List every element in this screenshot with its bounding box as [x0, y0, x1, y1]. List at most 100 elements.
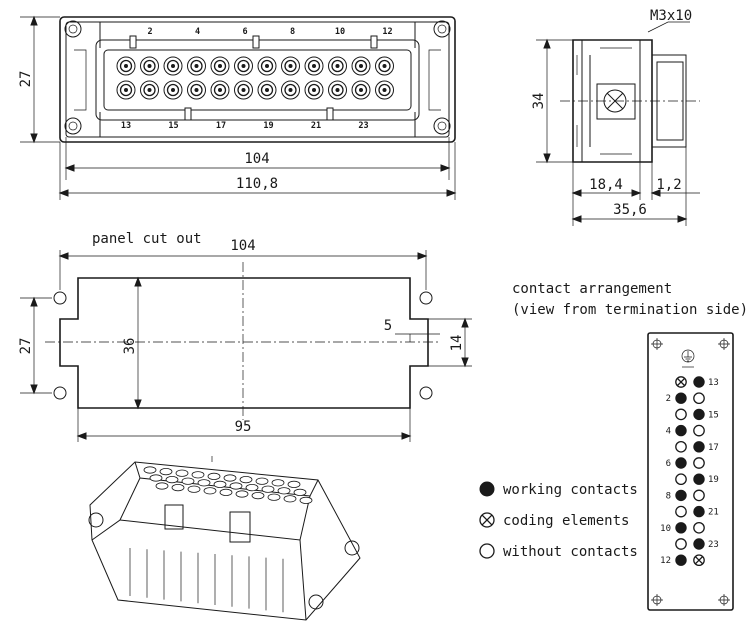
side-screw-label: M3x10 [650, 8, 692, 24]
front-height-label: 27 [18, 71, 34, 88]
front-contact-number: 10 [335, 27, 345, 37]
front-contact [328, 80, 347, 100]
cutout-hole-br [419, 386, 433, 400]
front-contact [375, 56, 394, 76]
side-height-label: 34 [531, 93, 547, 110]
contact-insert [149, 474, 163, 482]
cutout-width-label: 104 [230, 238, 255, 254]
front-contact [234, 56, 253, 76]
coding-pin [129, 35, 137, 49]
arrangement-subtitle: (view from termination side) [512, 302, 748, 318]
contact-insert [287, 480, 301, 488]
arrangement-contact-number: 19 [708, 475, 719, 485]
front-contact-number: 17 [216, 121, 226, 131]
front-contact-number: 4 [195, 27, 200, 37]
arrangement-contact [693, 424, 705, 437]
contact-inserts [143, 466, 313, 504]
mounting-screw-bl [64, 117, 82, 135]
contact-insert [191, 471, 205, 479]
contact-insert [251, 491, 265, 500]
contact-insert [171, 483, 185, 492]
contact-insert [229, 482, 243, 490]
legend-label: coding elements [503, 513, 629, 529]
contact-insert [155, 482, 169, 490]
mounting-screw-br [433, 117, 451, 135]
legend-item: coding elements [479, 512, 629, 529]
arrangement-contact [693, 441, 705, 453]
front-contact-grid [116, 35, 394, 121]
earth-symbol [681, 349, 695, 368]
side-depth-b-label: 1,2 [656, 177, 681, 193]
front-contact [304, 56, 324, 76]
arrangement-contact-number: 4 [666, 427, 671, 437]
front-contact [187, 80, 206, 100]
front-contact-number: 2 [147, 27, 152, 37]
front-contact [140, 80, 159, 100]
product-isometric-illustration [88, 456, 361, 621]
housing-ribs [129, 548, 284, 613]
front-contact-number: 15 [168, 121, 178, 131]
contact-insert [277, 487, 291, 495]
arrangement-plate [647, 332, 734, 611]
arrangement-contact [693, 521, 705, 534]
contact-insert [261, 485, 275, 493]
legend-label: without contacts [503, 544, 638, 560]
front-contact [163, 80, 183, 100]
arrangement-contact [693, 376, 705, 388]
cutout-inner-height-label: 36 [122, 338, 138, 355]
arrangement-contact [675, 505, 687, 518]
front-contact [210, 56, 230, 76]
arrangement-contact-number: 17 [708, 443, 719, 453]
front-contact-number: 23 [358, 121, 368, 131]
arrangement-contact [675, 424, 687, 437]
contact-insert [213, 480, 227, 488]
contact-insert [203, 487, 217, 495]
arrangement-contact [675, 473, 687, 486]
front-contact [234, 80, 253, 100]
contact-insert [293, 488, 307, 496]
arrangement-contact [675, 408, 687, 421]
arrangement-hole-tl [651, 338, 663, 350]
arrangement-contact-number: 12 [660, 556, 671, 566]
front-contact [116, 56, 136, 76]
contact-insert [187, 485, 201, 493]
arrangement-hole-tr [718, 338, 730, 350]
arrangement-contact [693, 408, 705, 421]
contact-insert [207, 472, 221, 480]
front-contact [163, 56, 183, 76]
front-contact [351, 80, 371, 100]
front-contact [116, 80, 136, 100]
legend-working-symbol [479, 481, 495, 497]
arrangement-contact [675, 376, 687, 388]
front-contact [375, 80, 394, 100]
legend-item: without contacts [479, 543, 638, 560]
front-contact [257, 80, 277, 100]
arrangement-contact [693, 473, 705, 485]
arrangement-contact [693, 554, 705, 567]
cutout-hole-bl [53, 386, 67, 400]
contact-insert [271, 479, 285, 487]
front-contact [351, 56, 371, 76]
arrangement-contact [693, 457, 705, 469]
legend-label: working contacts [503, 482, 638, 498]
arrangement-contact [675, 554, 687, 566]
contact-insert [235, 490, 249, 498]
arrangement-contact [675, 522, 687, 534]
contact-insert [255, 477, 269, 485]
front-contact-number: 12 [382, 27, 392, 37]
contact-insert [267, 493, 281, 501]
front-contact [328, 56, 347, 76]
front-inner-width-label: 104 [244, 151, 269, 167]
contact-insert [245, 483, 259, 492]
front-contact [257, 56, 277, 76]
coding-pin [326, 107, 334, 121]
arrangement-contact-number: 13 [708, 378, 719, 388]
arrangement-contact-number: 21 [708, 508, 719, 518]
front-contact-number: 6 [242, 27, 247, 37]
front-contact-number: 8 [290, 27, 295, 37]
contact-insert [283, 495, 297, 503]
front-contact [281, 80, 300, 100]
contact-insert [165, 475, 179, 484]
